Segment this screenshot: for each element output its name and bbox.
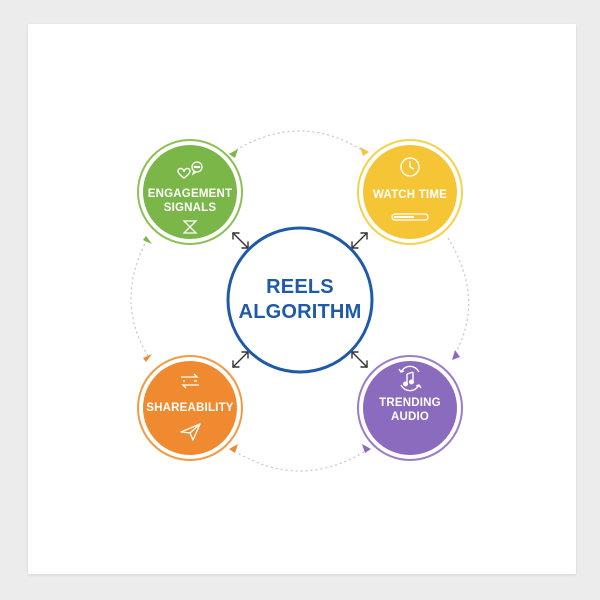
paper-plane-icon bbox=[180, 423, 201, 441]
connector-engagement bbox=[232, 232, 249, 249]
center-node: REELS ALGORITHM bbox=[226, 226, 374, 374]
music-note-icon bbox=[398, 365, 422, 392]
cycle-arcs bbox=[130, 130, 470, 472]
arrowhead-orange-left bbox=[143, 354, 152, 362]
arc-right bbox=[447, 237, 470, 357]
node-engagement-line1: ENGAGEMENT bbox=[148, 188, 232, 200]
arrowhead-green-top bbox=[229, 149, 238, 158]
node-shareability: SHAREABILITY bbox=[137, 355, 243, 461]
arc-top bbox=[235, 130, 363, 151]
node-watch-time-label: WATCH TIME bbox=[373, 189, 447, 201]
arc-bottom bbox=[235, 451, 365, 472]
progress-bar-icon bbox=[391, 213, 429, 221]
connector-watch-time bbox=[351, 232, 368, 249]
cycle-arrowheads bbox=[143, 147, 460, 453]
node-engagement-signals: ENGAGEMENT SIGNALS bbox=[137, 139, 243, 245]
node-watch-time: WATCH TIME bbox=[357, 139, 463, 245]
node-trending-audio: TRENDING AUDIO bbox=[357, 355, 463, 461]
clock-icon bbox=[400, 157, 420, 177]
heart-icon bbox=[177, 167, 191, 179]
arrowhead-yellow-top bbox=[360, 147, 369, 156]
connector-shareability bbox=[232, 351, 249, 368]
chat-bubble-icon bbox=[191, 161, 203, 176]
share-arrows-icon bbox=[181, 373, 199, 389]
node-trending-audio-line1: TRENDING bbox=[379, 397, 441, 409]
connector-trending-audio bbox=[351, 351, 368, 368]
arc-left bbox=[130, 237, 149, 357]
node-trending-audio-line2: AUDIO bbox=[391, 411, 429, 423]
arrowhead-orange-bottom bbox=[229, 444, 238, 453]
arrowhead-purple-bottom bbox=[362, 444, 371, 453]
arrowhead-green-left bbox=[143, 236, 152, 244]
node-engagement-line2: SIGNALS bbox=[164, 202, 217, 214]
arrowhead-purple-right bbox=[452, 350, 460, 360]
center-title-line1: REELS bbox=[266, 276, 334, 298]
center-connectors bbox=[232, 232, 368, 368]
node-shareability-label: SHAREABILITY bbox=[146, 402, 234, 414]
bookmark-icon bbox=[182, 220, 198, 234]
center-title-line2: ALGORITHM bbox=[239, 301, 362, 323]
